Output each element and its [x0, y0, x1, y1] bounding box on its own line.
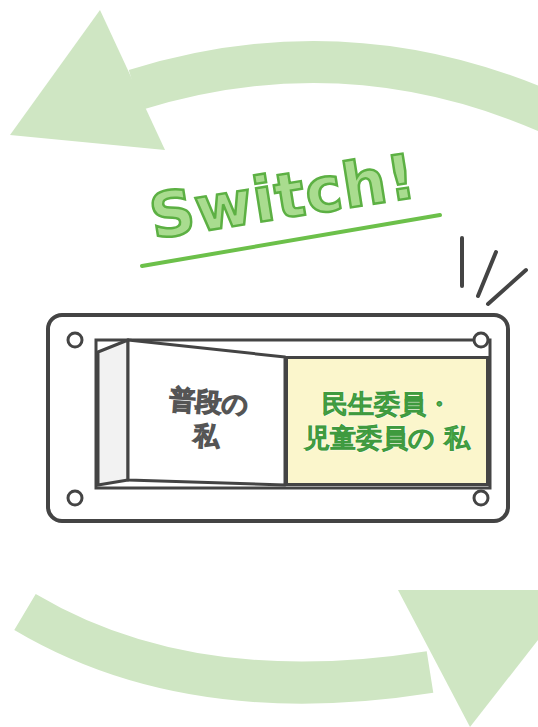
switch-well — [96, 340, 490, 488]
screw — [474, 491, 488, 505]
toggle-front — [128, 340, 285, 485]
click-mark — [478, 252, 496, 296]
screw — [474, 333, 488, 347]
switch-title: Switch! — [114, 135, 451, 259]
click-mark — [460, 238, 464, 286]
cycle-arrow-body — [25, 612, 430, 683]
switch-plate — [48, 315, 508, 521]
node-text: 民生委員・ 児童委員の 私 — [297, 387, 477, 455]
screw — [68, 333, 82, 347]
click-mark — [488, 270, 526, 304]
toggle-side — [98, 340, 128, 485]
cycle-arrow-head — [398, 590, 538, 727]
switch-side-box: 民生委員・ 児童委員の 私 — [285, 356, 489, 486]
cycle-arrow-body — [135, 62, 538, 125]
node-text: 普段の 私 — [161, 382, 256, 456]
screw — [68, 491, 82, 505]
cycle-arrow-head — [10, 10, 165, 150]
toggle-face: 普段の 私 — [95, 338, 287, 488]
